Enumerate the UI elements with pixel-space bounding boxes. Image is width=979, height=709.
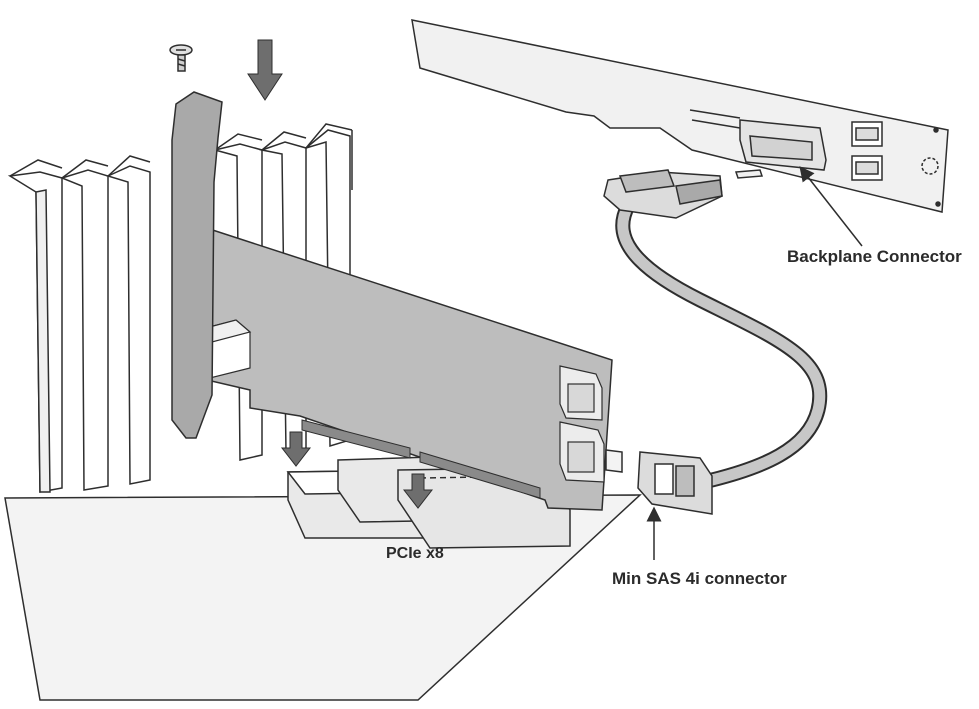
mini-sas-connector-label: Min SAS 4i connector xyxy=(612,569,787,588)
card-bracket xyxy=(171,91,223,439)
card-edge-connector xyxy=(301,419,541,499)
pcie-slot-label: PCIe x8 xyxy=(386,545,444,562)
mini-sas-4i-connector xyxy=(605,449,713,515)
card-sas-ports xyxy=(559,365,605,483)
callout-arrow-icon xyxy=(799,166,863,247)
screw-icon xyxy=(169,44,193,72)
insert-arrow-icon xyxy=(280,431,312,467)
backplane-connector-label: Backplane Connector xyxy=(787,247,962,266)
insert-arrow-icon xyxy=(247,39,283,101)
backplane-cable-connector xyxy=(603,169,764,219)
insert-arrow-icon xyxy=(402,473,434,509)
